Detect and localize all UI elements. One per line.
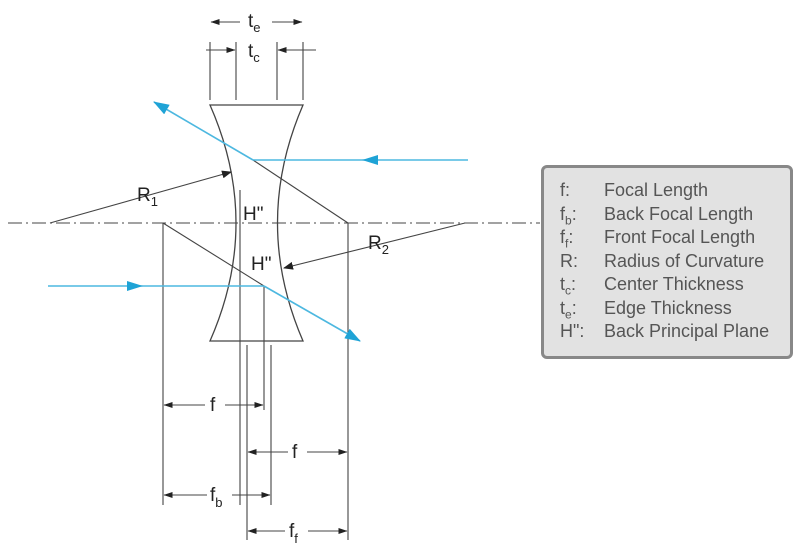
- legend-symbol: ff:: [560, 227, 574, 251]
- front-focal-length-label: ff: [289, 521, 298, 546]
- upper-construction-line: [252, 159, 349, 224]
- principal-plane-label-lower: H": [251, 254, 271, 275]
- legend-symbol: tc:: [560, 274, 577, 298]
- radius-1-label: R1: [137, 185, 158, 209]
- legend-symbol: R:: [560, 250, 579, 271]
- legend-description: Radius of Curvature: [604, 250, 765, 271]
- edge-thickness-label: te: [248, 11, 261, 35]
- lower-construction-line: [162, 222, 265, 287]
- biconcave-lens: [209, 104, 304, 342]
- legend-symbol: H":: [560, 321, 585, 341]
- focal-length-upper-label: f: [210, 395, 216, 416]
- legend-row: f: Focal Length: [560, 180, 790, 204]
- legend-row: H": Back Principal Plane: [560, 321, 790, 345]
- legend-description: Back Focal Length: [604, 203, 754, 224]
- legend-row: te: Edge Thickness: [560, 298, 790, 322]
- legend-row: R: Radius of Curvature: [560, 251, 790, 275]
- legend-description: Focal Length: [604, 180, 709, 200]
- legend-description: Center Thickness: [604, 274, 744, 294]
- upper-ray-arrowhead: [362, 155, 378, 165]
- principal-plane-label-upper: H": [243, 204, 263, 225]
- legend-symbol: te:: [560, 297, 577, 322]
- lower-ray-arrowhead: [127, 281, 143, 291]
- legend-row: tc: Center Thickness: [560, 274, 790, 298]
- radius-2-label: R2: [368, 233, 389, 257]
- legend-description: Edge Thickness: [604, 297, 732, 318]
- legend-box: f: Focal Length fb: Back Focal Length ff: Fro…: [541, 165, 793, 359]
- upper-diverging-ray: [153, 101, 254, 161]
- back-focal-length-label: fb: [210, 485, 223, 510]
- legend-row: fb: Back Focal Length: [560, 204, 790, 228]
- legend-description: Front Focal Length: [604, 227, 756, 247]
- legend-symbol: f:: [560, 180, 571, 200]
- radius-2-arrow: [283, 222, 466, 270]
- radius-1-arrow: [49, 170, 232, 224]
- lower-diverging-ray: [263, 285, 361, 342]
- legend-row: ff: Front Focal Length: [560, 227, 790, 251]
- focal-length-lower-label: f: [292, 442, 298, 463]
- legend-description: Back Principal Plane: [604, 321, 770, 341]
- legend-symbol: fb:: [560, 203, 577, 228]
- center-thickness-label: tc: [248, 41, 260, 65]
